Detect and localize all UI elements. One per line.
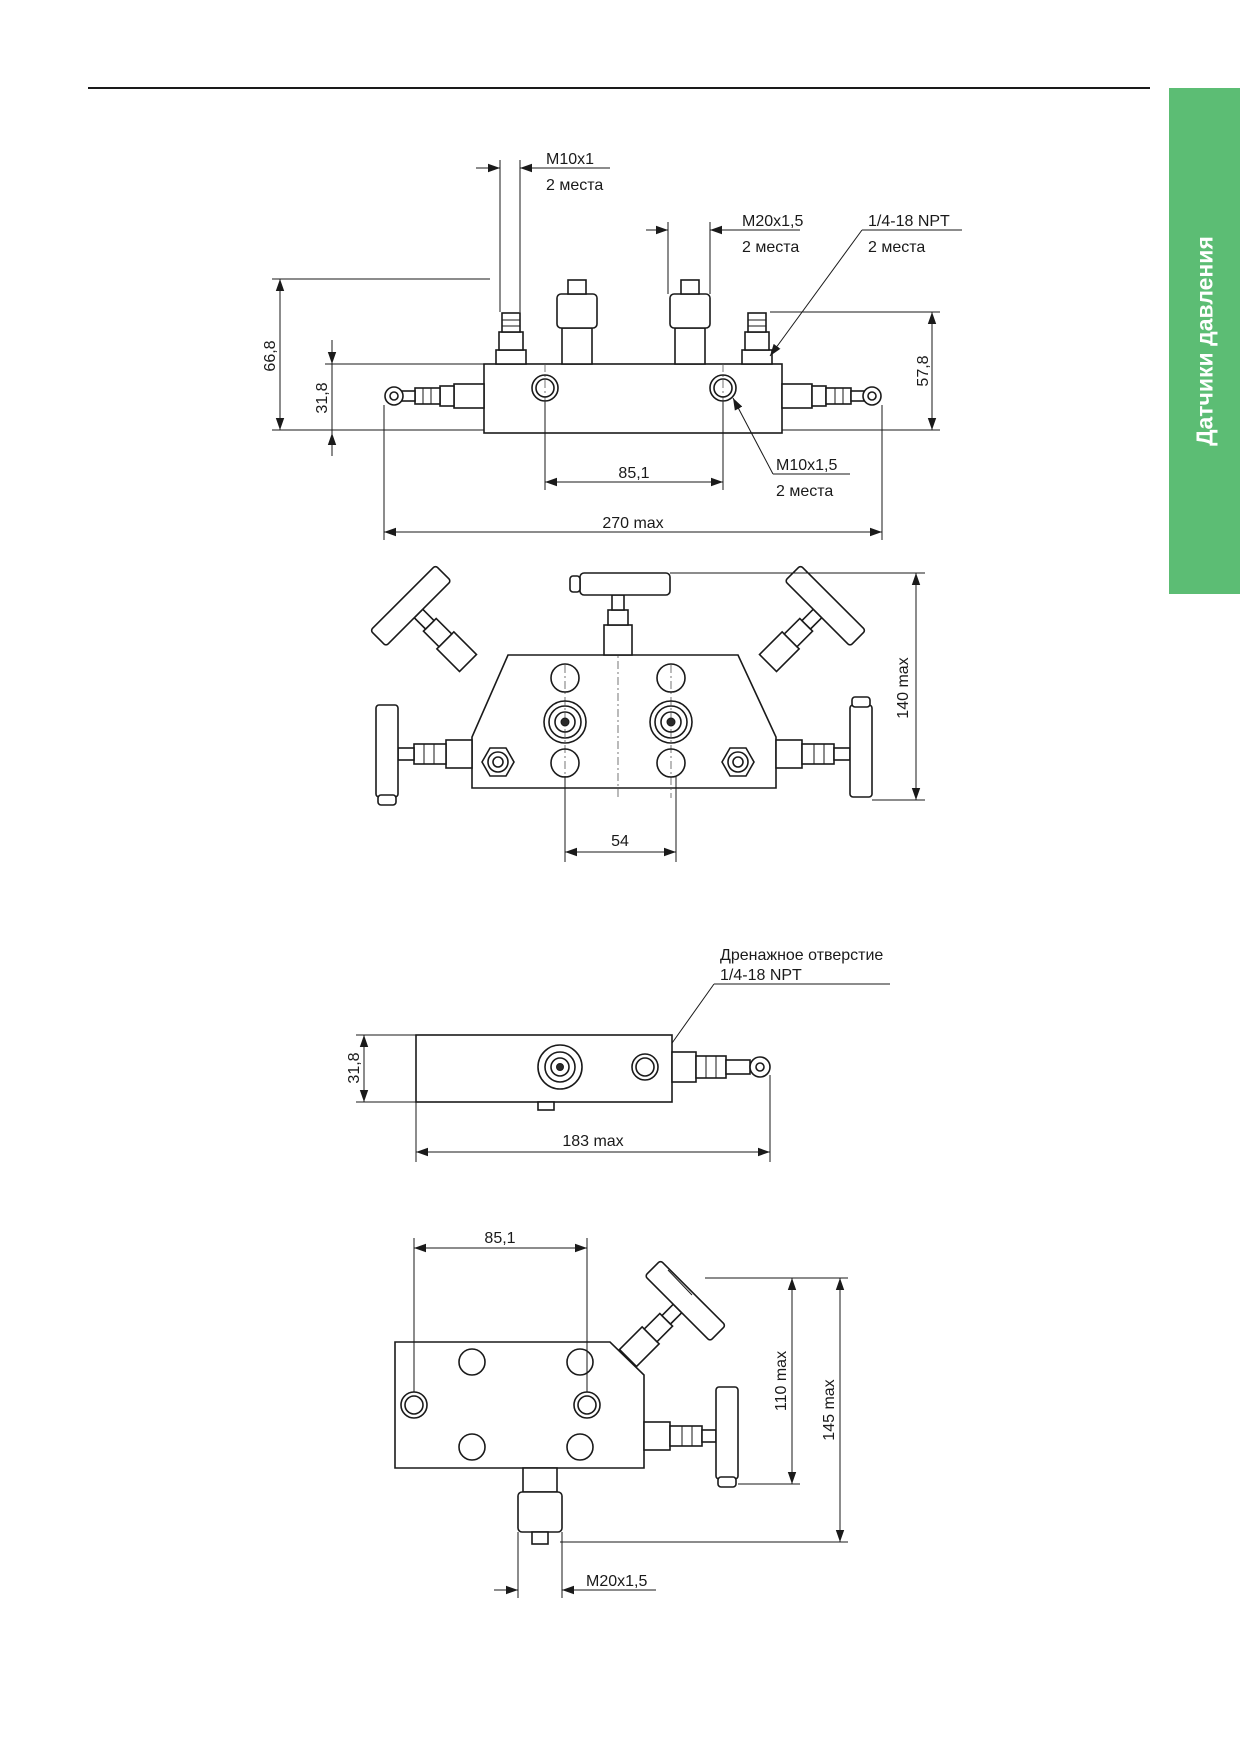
npt-qty: 2 места bbox=[868, 239, 925, 256]
m10x1-qty: 2 места bbox=[546, 177, 603, 194]
valve-right-angled bbox=[758, 565, 866, 673]
dim-31-8-front: 31,8 bbox=[314, 382, 331, 413]
valve-left bbox=[384, 383, 485, 409]
dim-145-max: 145 max bbox=[821, 1379, 838, 1440]
m20-port-left bbox=[556, 279, 598, 365]
section-tab: Датчики давления bbox=[1169, 88, 1240, 594]
top-view: 140 max 54 bbox=[370, 565, 925, 862]
section-tab-label: Датчики давления bbox=[1191, 236, 1217, 446]
m10x15-label: M10x1,5 bbox=[776, 457, 837, 474]
dim-54: 54 bbox=[611, 833, 629, 850]
m20-port-right bbox=[669, 279, 711, 365]
port-right-top bbox=[649, 700, 693, 744]
npt-label: 1/4-18 NPT bbox=[868, 213, 950, 230]
valve-top-center bbox=[569, 572, 671, 656]
dim-140-max: 140 max bbox=[895, 657, 912, 718]
valve-bottom-angled bbox=[618, 1260, 726, 1368]
dim-31-8-side: 31,8 bbox=[346, 1052, 363, 1083]
dim-85-1-bottom: 85,1 bbox=[484, 1230, 515, 1247]
valve-bottom-horizontal bbox=[643, 1386, 739, 1488]
dim-110-max: 110 max bbox=[773, 1351, 790, 1411]
manifold-body-bottom bbox=[394, 1341, 645, 1469]
manifold-body-front bbox=[483, 363, 783, 434]
hex-left bbox=[481, 747, 515, 777]
hex-right bbox=[721, 747, 755, 777]
valve-side bbox=[671, 1051, 771, 1083]
valve-right bbox=[781, 383, 882, 409]
m10-port-right bbox=[741, 312, 773, 365]
valve-right-horizontal bbox=[775, 696, 873, 798]
front-view: M10x1 2 места M20x1,5 2 места 1/4-18 NPT… bbox=[262, 151, 962, 540]
port-left-top bbox=[543, 700, 587, 744]
drain-thread: 1/4-18 NPT bbox=[720, 967, 802, 984]
dim-270-max: 270 max bbox=[602, 515, 663, 532]
valve-left-horizontal bbox=[375, 704, 473, 806]
dim-57-8: 57,8 bbox=[915, 355, 932, 386]
m10-port-left bbox=[495, 312, 527, 365]
m20x15-qty: 2 места bbox=[742, 239, 799, 256]
m10x15-qty: 2 места bbox=[776, 483, 833, 500]
manifold-body-side bbox=[415, 1034, 673, 1103]
drain-label: Дренажное отверстие bbox=[720, 947, 883, 964]
dim-m20x15-bottom: M20x1,5 bbox=[586, 1573, 647, 1590]
port-bottom bbox=[517, 1467, 563, 1545]
m20x15-label: M20x1,5 bbox=[742, 213, 803, 230]
bottom-view: 85,1 110 max 145 max M20x1,5 bbox=[394, 1230, 848, 1598]
dim-66-8: 66,8 bbox=[262, 340, 279, 371]
m10x1-label: M10x1 bbox=[546, 151, 594, 168]
side-view: Дренажное отверстие 1/4-18 NPT 31,8 183 … bbox=[346, 947, 890, 1162]
dim-85-1-front: 85,1 bbox=[618, 465, 649, 482]
dim-183-max: 183 max bbox=[562, 1133, 623, 1150]
valve-left-angled bbox=[370, 565, 478, 673]
manifold-body-top bbox=[471, 654, 777, 789]
